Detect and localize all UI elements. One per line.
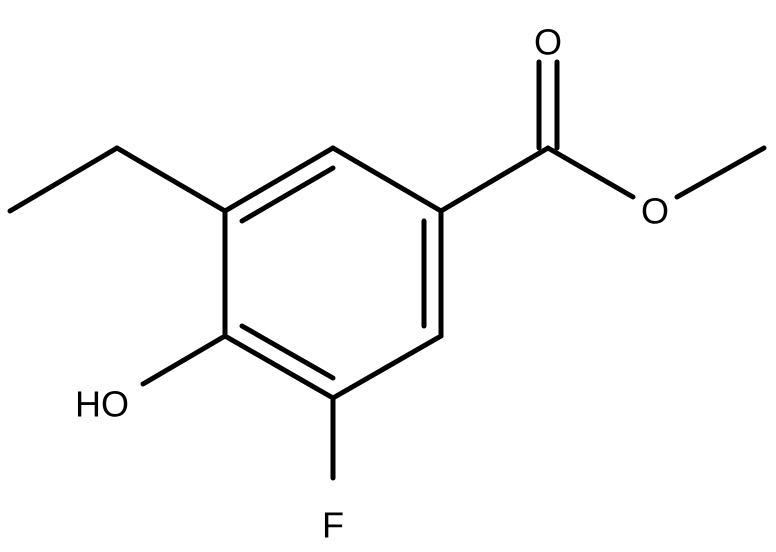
ethyl-group bbox=[7, 145, 228, 214]
ethyl-bond bbox=[114, 145, 228, 214]
ring-bond-inner bbox=[239, 165, 336, 224]
fluorine-label: F bbox=[322, 505, 344, 546]
carbonyl-oxygen-label: O bbox=[534, 22, 562, 63]
ester-bond bbox=[438, 145, 551, 214]
ring-bond bbox=[222, 333, 336, 401]
ester-bond bbox=[545, 145, 636, 200]
hydroxyl-label: HO bbox=[75, 384, 129, 425]
ester-oxygen-label: O bbox=[641, 191, 669, 232]
ring-bond-inner bbox=[239, 323, 336, 381]
ring-bond bbox=[330, 145, 444, 214]
hydroxyl-bond bbox=[140, 333, 228, 387]
ring-bond bbox=[330, 333, 444, 401]
ring-bond bbox=[222, 145, 336, 214]
ethyl-bond bbox=[7, 145, 120, 214]
methyl-bond bbox=[674, 145, 767, 200]
ester-group bbox=[438, 59, 767, 214]
benzene-ring bbox=[222, 145, 444, 401]
